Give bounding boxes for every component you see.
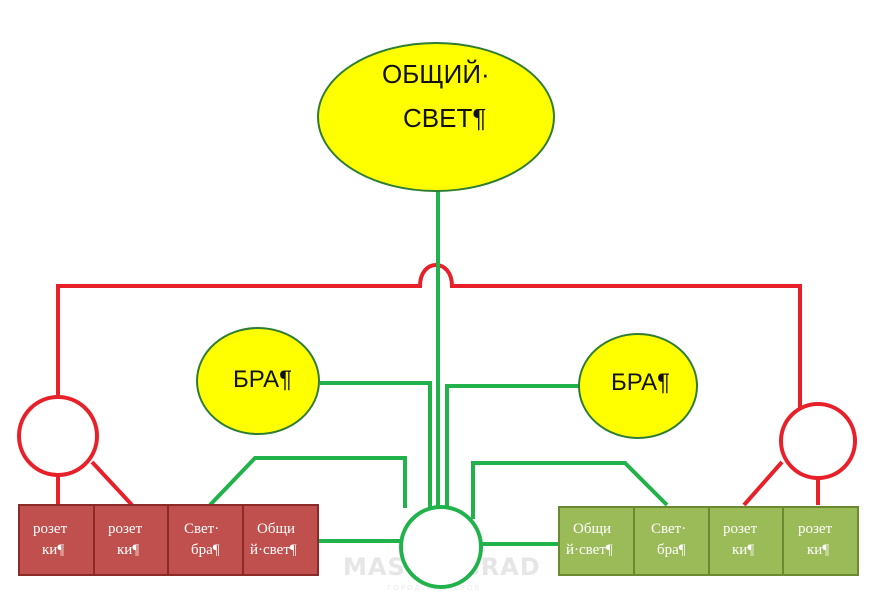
red-wire-left-to-cell2 (90, 460, 134, 507)
right-cell-2-line1: Свет· (651, 521, 686, 537)
left-cell-3 (167, 504, 244, 576)
left-socket-block: розет ки¶ розет ки¶ Свет· бра¶ Общи й·св… (18, 504, 319, 576)
left-cell-2 (93, 504, 169, 576)
sconce-right: БРА¶ (578, 333, 698, 439)
left-cell-3-line2: бра¶ (191, 542, 220, 558)
left-cell-2-line1: розет (108, 521, 143, 537)
left-cell-4-line2: й·свет¶ (250, 542, 297, 558)
right-cell-1 (558, 506, 635, 576)
right-cell-2 (633, 506, 710, 576)
left-cell-2-line2: ки¶ (117, 542, 139, 558)
main-light-label-line1: ОБЩИЙ· (382, 59, 490, 89)
left-cell-1-line1: розет (33, 521, 68, 537)
right-junction-circle (779, 402, 857, 480)
left-junction-circle (17, 395, 99, 477)
right-cell-4-line2: ки¶ (807, 542, 829, 558)
main-light: ОБЩИЙ· СВЕТ¶ (317, 42, 555, 192)
left-cell-4 (242, 504, 319, 576)
right-cell-3-line1: розет (723, 521, 758, 537)
right-cell-1-line2: й·свет¶ (566, 542, 613, 558)
sconce-left: БРА¶ (196, 327, 320, 435)
main-light-label-line2: СВЕТ¶ (403, 103, 486, 133)
right-cell-4 (782, 506, 859, 576)
right-socket-block: Общи й·свет¶ Свет· бра¶ розет ки¶ розет … (558, 506, 859, 576)
green-wire-left-bra-cell (208, 456, 407, 508)
sconce-right-ellipse (578, 333, 698, 439)
right-cell-3-line2: ки¶ (732, 542, 754, 558)
right-cell-2-line2: бра¶ (657, 542, 686, 558)
left-cell-1 (18, 504, 95, 576)
center-junction-circle (399, 505, 483, 589)
sconce-left-label: БРА¶ (233, 366, 292, 393)
green-wiring (208, 190, 669, 546)
sconce-right-label: БРА¶ (611, 369, 670, 396)
green-wire-right-bra-cell (471, 461, 669, 519)
sconce-left-ellipse (196, 327, 320, 435)
left-cell-1-line2: ки¶ (42, 542, 64, 558)
green-wire-sconce-left (320, 381, 432, 507)
right-cell-3 (708, 506, 784, 576)
right-cell-1-line1: Общи (573, 521, 611, 537)
left-cell-4-line1: Общи (257, 521, 295, 537)
red-wire-right-to-cell3 (742, 460, 784, 507)
left-cell-3-line1: Свет· (184, 521, 219, 537)
main-light-ellipse (317, 42, 555, 192)
green-wire-sconce-right (445, 384, 582, 507)
right-cell-4-line1: розет (798, 521, 833, 537)
